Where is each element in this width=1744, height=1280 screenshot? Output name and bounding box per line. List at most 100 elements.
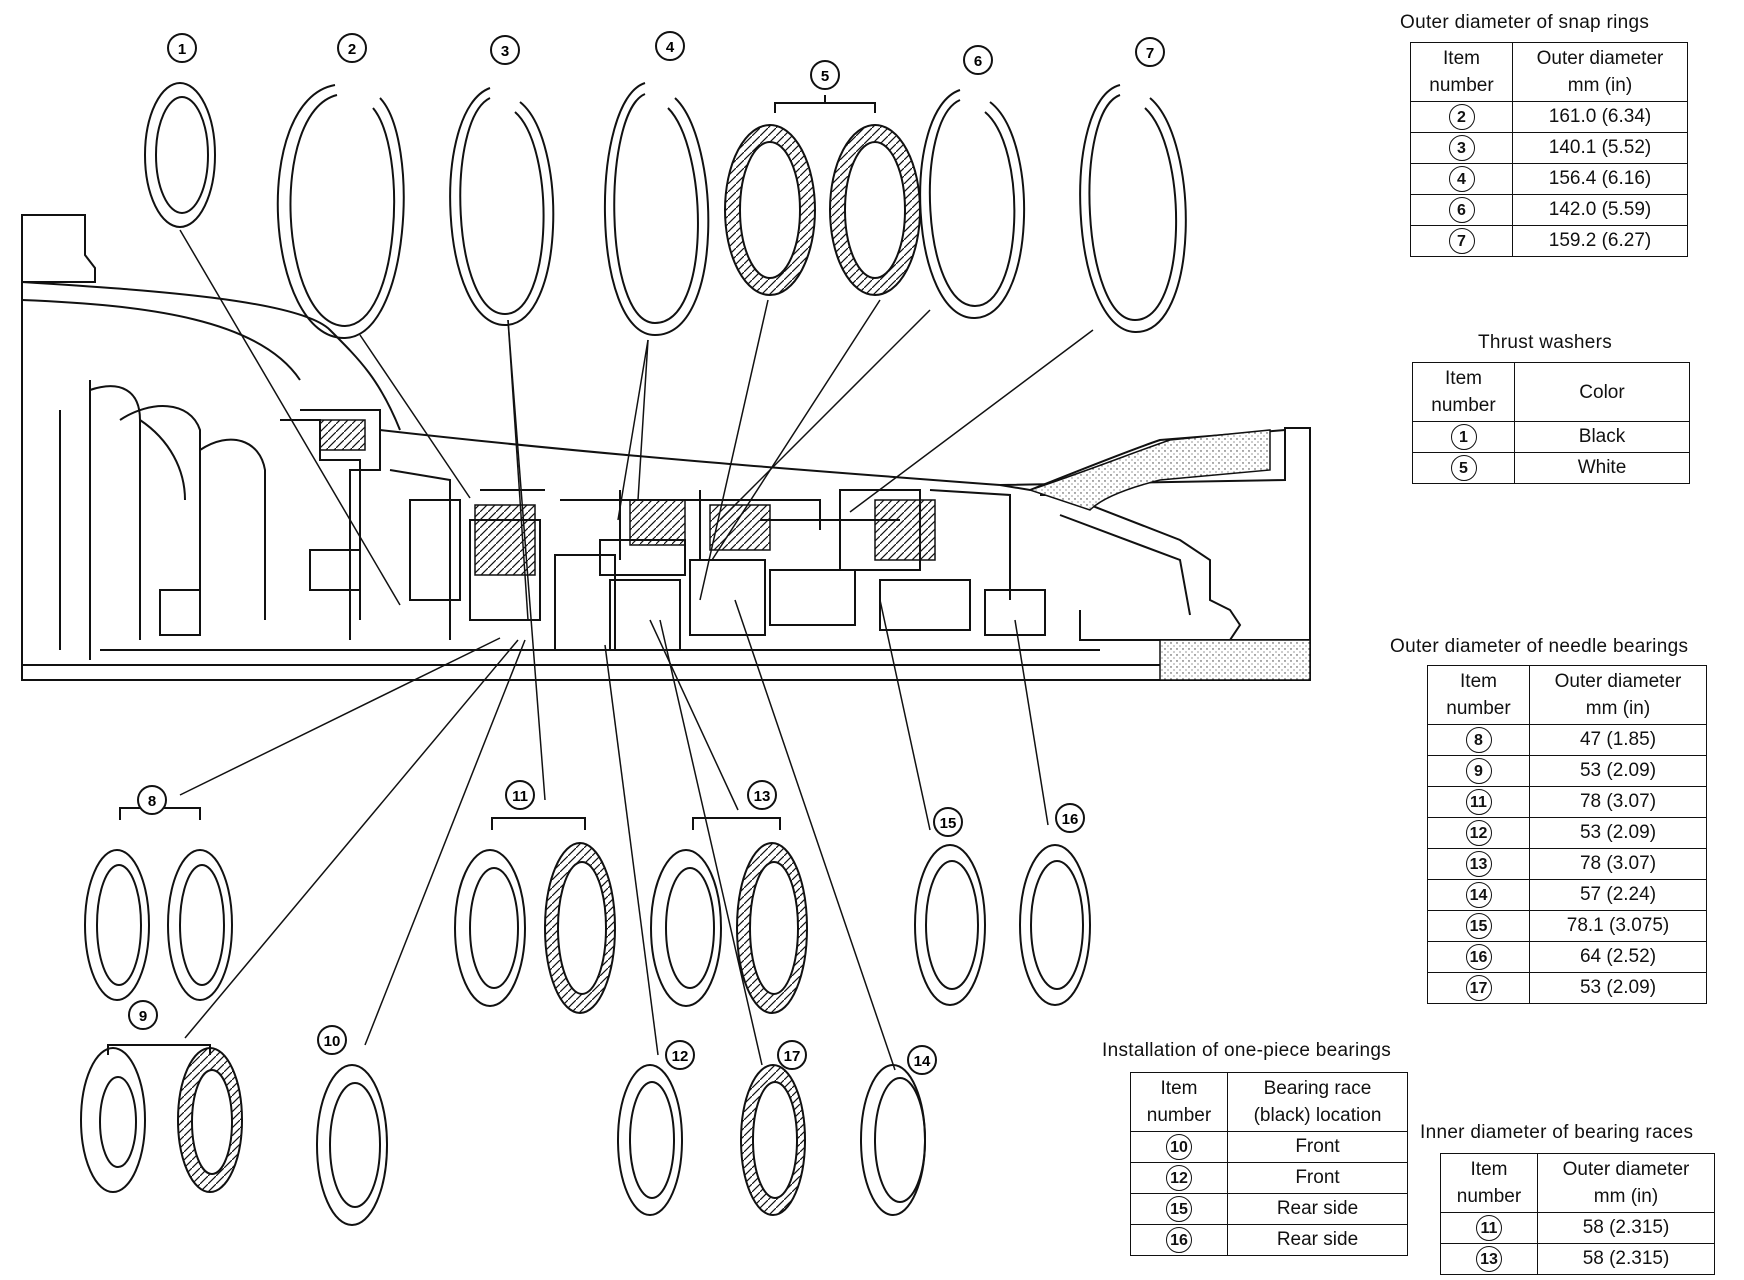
callout-13: 13 xyxy=(747,780,777,810)
svg-text:5: 5 xyxy=(821,68,829,85)
value-cell: 47 (1.85) xyxy=(1529,724,1707,756)
callout-8: 8 xyxy=(137,785,167,815)
item-number-badge: 5 xyxy=(1450,455,1477,481)
value-cell: 140.1 (5.52) xyxy=(1512,132,1688,164)
header-outer-diameter: Outer diameter mm (in) xyxy=(1537,1153,1715,1213)
header-item-number: Item number xyxy=(1440,1153,1538,1213)
item-number-badge: 7 xyxy=(1448,228,1475,254)
table-row: 14 57 (2.24) xyxy=(1427,879,1707,911)
header-outer-diameter: Outer diameter mm (in) xyxy=(1512,42,1688,102)
value-cell: 58 (2.315) xyxy=(1537,1212,1715,1244)
table-row: 6 142.0 (5.59) xyxy=(1410,194,1688,226)
bearing-10 xyxy=(316,1064,388,1226)
value-cell: 142.0 (5.59) xyxy=(1512,194,1688,226)
item-number-badge: 11 xyxy=(1465,789,1492,815)
callout-15: 15 xyxy=(933,807,963,837)
callout-16: 16 xyxy=(1055,803,1085,833)
item-number-badge: 2 xyxy=(1448,104,1475,130)
bearing-15 xyxy=(914,844,986,1006)
svg-text:9: 9 xyxy=(139,1008,147,1025)
svg-text:6: 6 xyxy=(974,53,982,70)
bearing-races-title: Inner diameter of bearing races xyxy=(1420,1122,1694,1143)
item-number-badge: 13 xyxy=(1465,851,1492,877)
svg-text:7: 7 xyxy=(1146,45,1154,62)
callout-7: 7 xyxy=(1135,37,1165,67)
value-cell: 53 (2.09) xyxy=(1529,755,1707,787)
header-item-number: Item number xyxy=(1130,1072,1228,1132)
needle-bearings-title: Outer diameter of needle bearings xyxy=(1390,636,1689,657)
table-row: 10 Front xyxy=(1130,1131,1408,1163)
value-cell: 78 (3.07) xyxy=(1529,848,1707,880)
value-cell: 78.1 (3.075) xyxy=(1529,910,1707,942)
item-number-badge: 3 xyxy=(1448,135,1475,161)
table-row: 11 78 (3.07) xyxy=(1427,786,1707,818)
value-cell: 57 (2.24) xyxy=(1529,879,1707,911)
callout-17: 17 xyxy=(777,1040,807,1070)
svg-text:3: 3 xyxy=(501,43,509,60)
thrust-washer-5-pair xyxy=(724,95,921,296)
item-number-badge: 6 xyxy=(1448,197,1475,223)
value-cell: 64 (2.52) xyxy=(1529,941,1707,973)
callout-1: 1 xyxy=(167,33,197,63)
needle-bearing-8-pair xyxy=(84,807,233,1001)
callout-6: 6 xyxy=(963,45,993,75)
needle-bearing-17 xyxy=(740,1064,806,1216)
item-number-badge: 12 xyxy=(1166,1165,1192,1191)
item-number-badge: 14 xyxy=(1465,882,1492,908)
value-cell: 53 (2.09) xyxy=(1529,972,1707,1004)
item-number-badge: 12 xyxy=(1465,820,1492,846)
bearing-14 xyxy=(860,1064,926,1216)
table-row: 8 47 (1.85) xyxy=(1427,724,1707,756)
table-header-row: Item number Outer diameter mm (in) xyxy=(1427,665,1707,725)
value-cell: Front xyxy=(1227,1131,1408,1163)
callout-4: 4 xyxy=(655,31,685,61)
table-row: 17 53 (2.09) xyxy=(1427,972,1707,1004)
svg-text:14: 14 xyxy=(914,1053,931,1070)
callout-11: 11 xyxy=(505,780,535,810)
header-item-number: Item number xyxy=(1410,42,1513,102)
svg-text:11: 11 xyxy=(512,788,528,805)
transmission-cross-section xyxy=(21,214,1311,681)
value-cell: 58 (2.315) xyxy=(1537,1243,1715,1275)
table-row: 13 78 (3.07) xyxy=(1427,848,1707,880)
table-row: 11 58 (2.315) xyxy=(1440,1212,1715,1244)
svg-text:13: 13 xyxy=(754,788,771,805)
value-cell: Black xyxy=(1514,421,1690,453)
snap-ring-7 xyxy=(1079,84,1187,334)
needle-bearing-11-pair xyxy=(454,817,616,1014)
value-cell: White xyxy=(1514,452,1690,484)
header-bearing-race-location: Bearing race (black) location xyxy=(1227,1072,1408,1132)
item-number-badge: 13 xyxy=(1476,1246,1502,1272)
table-header-row: Item number Outer diameter mm (in) xyxy=(1440,1153,1715,1213)
item-number-badge: 17 xyxy=(1465,975,1492,1001)
value-cell: 78 (3.07) xyxy=(1529,786,1707,818)
callout-12: 12 xyxy=(665,1040,695,1070)
clutch-pack-fill xyxy=(319,419,936,576)
header-color: Color xyxy=(1514,362,1690,422)
table-row: 3 140.1 (5.52) xyxy=(1410,132,1688,164)
svg-text:12: 12 xyxy=(672,1048,689,1065)
callout-5: 5 xyxy=(810,60,840,90)
item-number-badge: 8 xyxy=(1465,727,1492,753)
bearing-races-table: Item number Outer diameter mm (in) 11 58 … xyxy=(1440,1153,1715,1275)
svg-text:4: 4 xyxy=(666,39,675,56)
item-number-badge: 4 xyxy=(1448,166,1475,192)
value-cell: 159.2 (6.27) xyxy=(1512,225,1688,257)
table-row: 5 White xyxy=(1412,452,1690,484)
item-number-badge: 11 xyxy=(1476,1215,1502,1241)
svg-text:15: 15 xyxy=(940,815,957,832)
callout-label: 1 xyxy=(178,41,186,58)
item-number-badge: 10 xyxy=(1166,1134,1192,1160)
